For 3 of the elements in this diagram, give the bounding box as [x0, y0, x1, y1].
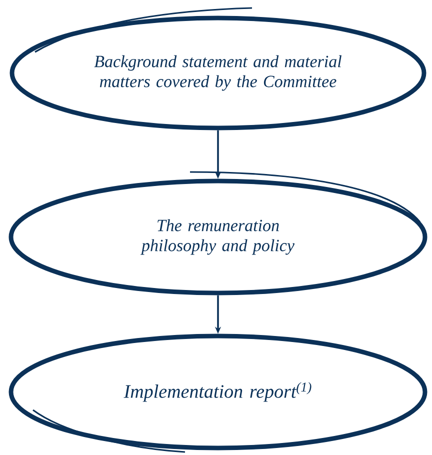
- ellipse-node: Implementation report$^{(1)}$: [8, 334, 428, 450]
- ellipse-node: Background statement and material matters covered by the Committee: [10, 16, 426, 130]
- ellipse-node: The remuneration philosophy and policy: [8, 178, 428, 296]
